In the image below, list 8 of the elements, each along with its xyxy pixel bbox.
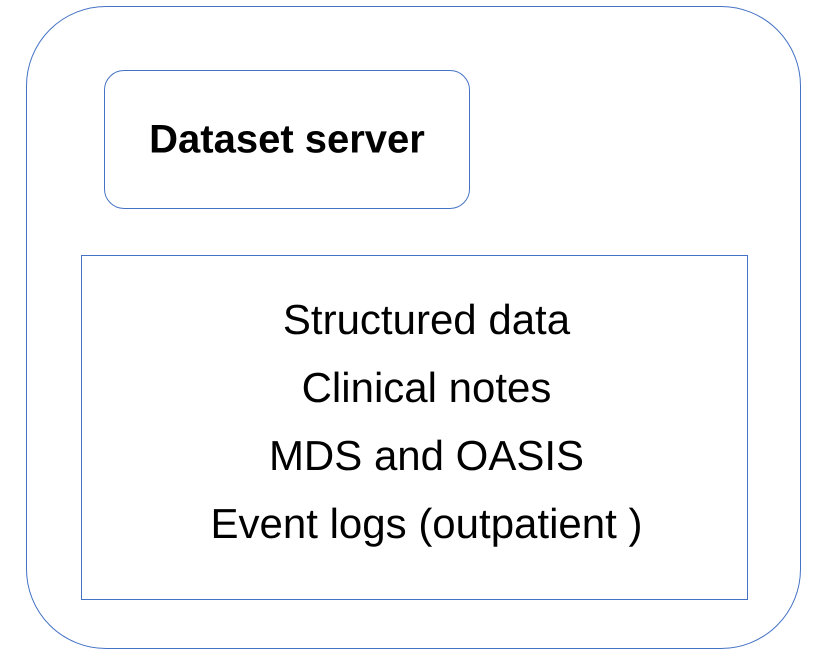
server-box [104, 70, 470, 209]
content-box [81, 255, 748, 600]
container-box [26, 6, 801, 649]
list-item: Event logs (outpatient ) [210, 499, 644, 549]
list-item: MDS and OASIS [268, 431, 586, 481]
box-heading: Dataset server [148, 117, 426, 162]
list-item: Clinical notes [300, 363, 552, 413]
list-item: Structured data [282, 295, 572, 345]
